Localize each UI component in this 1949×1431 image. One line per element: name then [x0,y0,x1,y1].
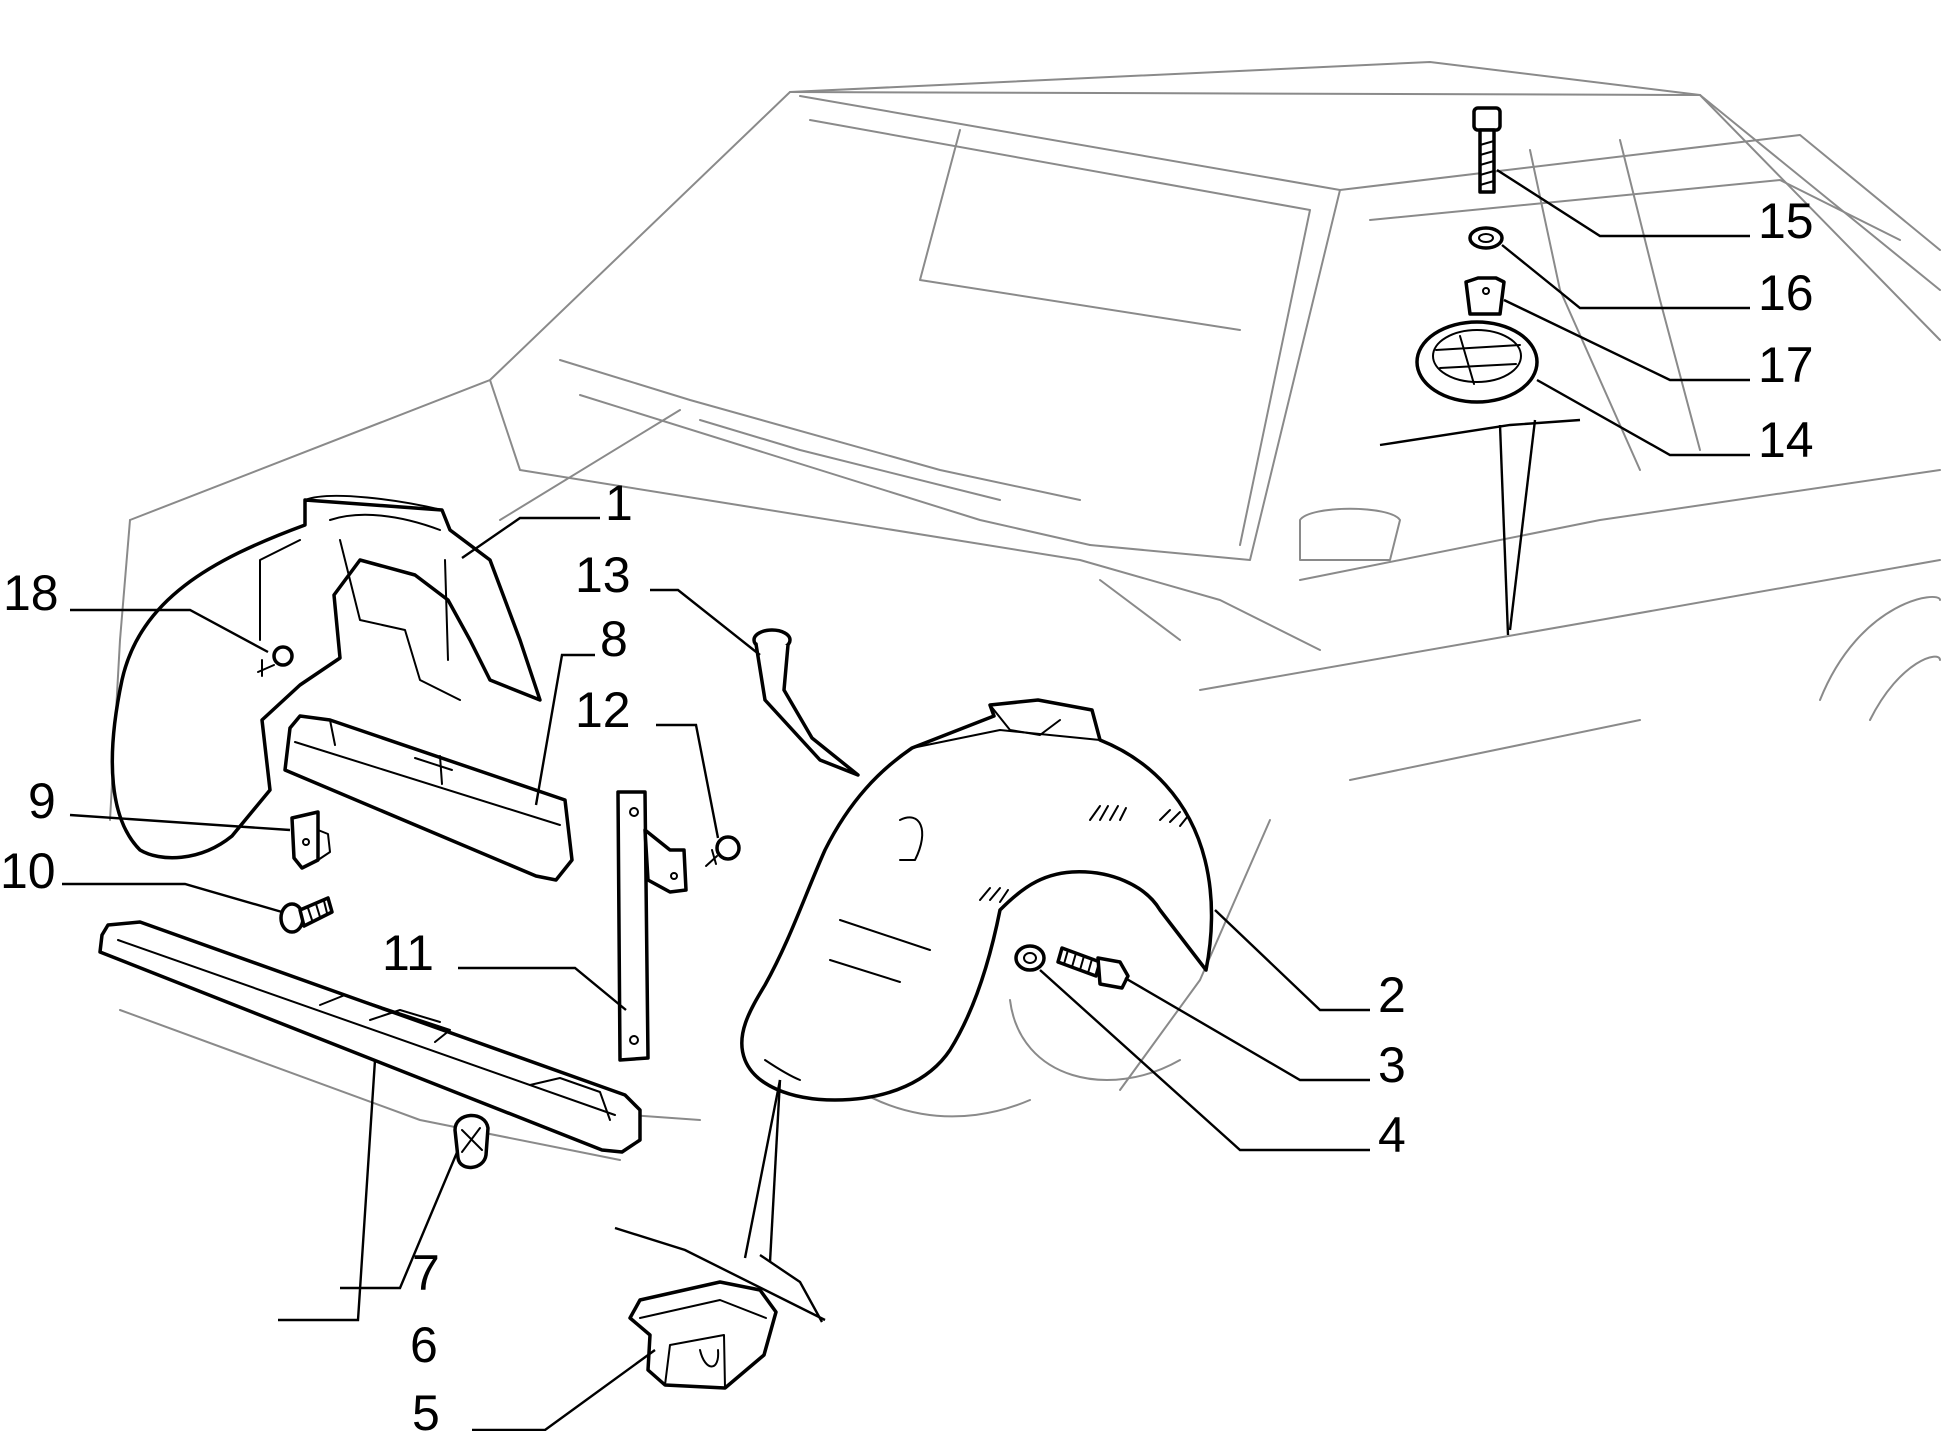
leader-lines [62,168,1750,1431]
leader-2 [1214,909,1370,1012]
leader-14 [1536,378,1750,457]
part-3-bolt [1056,946,1130,990]
leader-5 [472,1349,656,1431]
callout-1: 1 [605,475,633,531]
leader-10 [62,882,283,914]
part-12-push-pin [705,835,741,867]
callout-2: 2 [1378,967,1406,1023]
leader-5b [614,1226,826,1322]
car-body-outline [109,61,1941,1161]
leader-16 [1501,244,1750,310]
leader-18 [70,608,269,654]
callout-14: 14 [1758,412,1814,468]
part-16-washer [1468,226,1504,250]
callout-7: 7 [412,1245,440,1301]
part-14-oval-pad [1415,320,1539,404]
part-10-screw [279,896,334,934]
part-8-upper-rail [283,714,574,882]
leader-7 [340,1149,460,1290]
part-2-wheel-arch-liner [740,698,1214,1102]
callout-18: 18 [3,565,59,621]
leader-8 [534,653,595,806]
callout-15: 15 [1758,193,1814,249]
callout-6: 6 [410,1317,438,1373]
callout-16: 16 [1758,265,1814,321]
leader-pad-1 [1379,418,1581,447]
callout-3: 3 [1378,1037,1406,1093]
part-1-wheel-arch-liner [110,494,542,860]
leader-6 [278,1059,377,1322]
callout-labels: 1 18 8 13 12 9 10 11 7 6 5 2 3 4 15 16 1… [0,193,1814,1431]
leader-4 [1039,969,1370,1152]
leader-arch-2 [768,1079,782,1263]
part-18-screw [257,645,294,677]
callout-12: 12 [575,682,631,738]
callout-10: 10 [0,843,56,899]
callout-17: 17 [1758,337,1814,393]
part-5-clip-bracket [628,1280,778,1390]
callout-4: 4 [1378,1107,1406,1163]
part-9-bracket-clip [290,810,331,870]
callout-9: 9 [28,773,56,829]
leader-3 [1124,976,1370,1082]
leader-12 [656,723,720,839]
callout-13: 13 [575,547,631,603]
leader-17 [1503,298,1750,382]
leader-9 [69,813,291,832]
leader-1 [461,516,600,559]
leader-arch-1 [743,1079,782,1259]
callout-5: 5 [412,1385,440,1431]
leader-pad-3 [1508,419,1537,631]
part-6-sill-panel [98,920,642,1154]
part-4-nut [1014,944,1046,972]
part-7-push-clip [453,1113,490,1170]
leader-13 [650,588,761,656]
leader-11 [458,966,627,1011]
part-17-clip-nut [1464,276,1506,316]
part-15-bolt [1472,106,1502,194]
callout-8: 8 [600,611,628,667]
part-11-vertical-bracket [616,790,688,1062]
leader-pad-2 [1498,424,1510,636]
part-13-drain-hose [752,628,860,777]
callout-11: 11 [382,925,434,981]
leader-15 [1496,168,1750,238]
leader-arch-3 [759,1254,824,1323]
